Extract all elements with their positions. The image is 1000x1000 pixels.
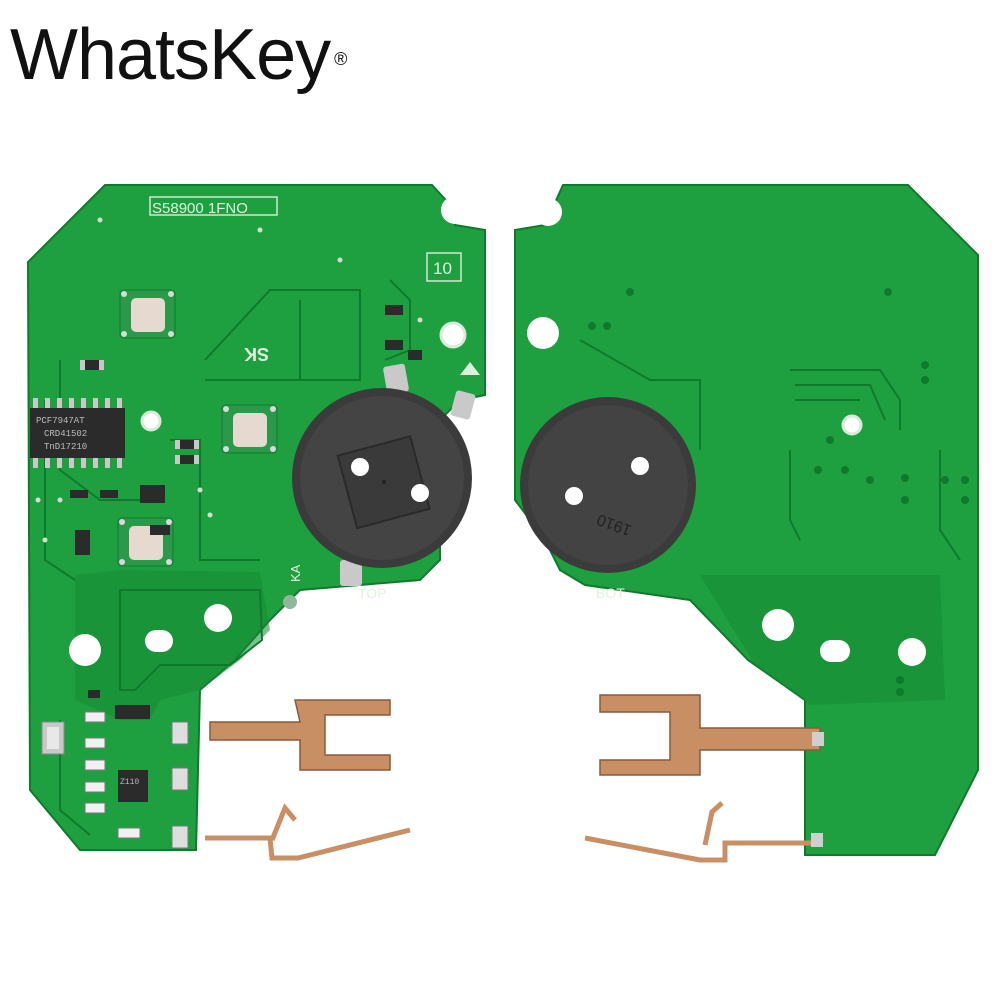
contact-spring-right [584,801,815,863]
bot-label: BOT [596,585,625,601]
part-number-label: S58900 1FNO [152,200,248,217]
crystal-component [41,721,65,755]
chip-line-1: PCF7947AT [36,416,85,426]
top-label: TOP [358,585,387,601]
transponder-chip: PCF7947AT CRD41502 TnD17210 [30,398,125,468]
small-ic-label: Z110 [120,778,139,787]
left-pcb-board: S58900 1FNO 10 SK KA TOP [26,184,486,861]
contact-spring-left [205,803,411,861]
contact-fork-left [209,699,391,771]
sk-label: SK [244,344,269,364]
ka-label: KA [288,564,303,582]
button-1[interactable] [119,289,176,339]
brand-name: WhatsKey [10,15,331,95]
contact-fork-right [599,694,821,776]
button-2[interactable] [221,404,278,454]
small-ic [118,770,148,802]
revision-label: 10 [433,259,452,278]
chip-line-2: CRD41502 [44,429,87,439]
brand-logo: WhatsKey® [10,10,347,100]
right-pcb-board: 1910 BOT [514,184,979,863]
registered-mark: ® [334,49,347,69]
chip-line-3: TnD17210 [44,442,87,452]
battery-holder-top [292,363,476,586]
battery-holder-bottom: 1910 [520,397,696,573]
orientation-arrow-icon [460,362,480,375]
